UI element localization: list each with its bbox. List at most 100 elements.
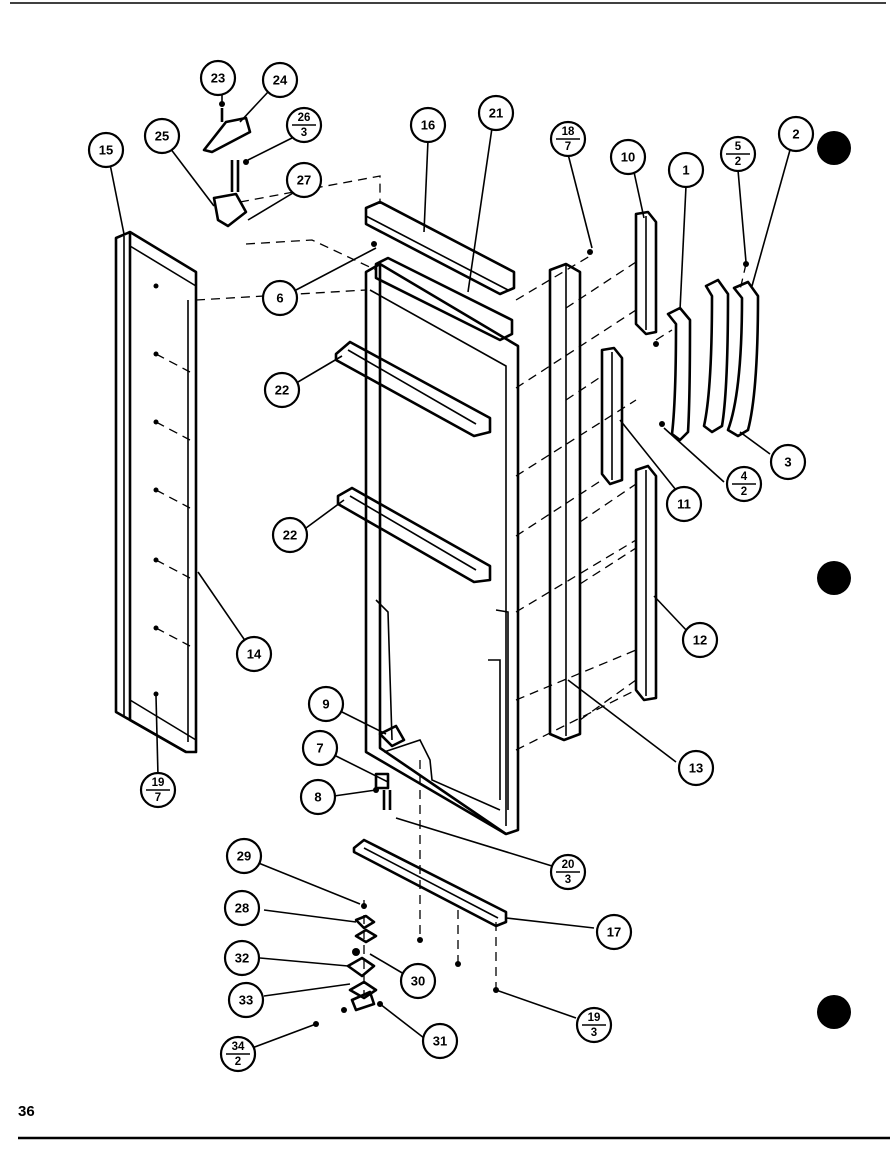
- callout-circle: [677, 749, 715, 787]
- callout-circle: [681, 621, 719, 659]
- callout-number: 17: [607, 925, 621, 940]
- callout-16: 16: [409, 106, 447, 144]
- callout-circle: [399, 962, 437, 1000]
- callout-31: 31: [421, 1022, 459, 1060]
- callout-14: 14: [235, 635, 273, 673]
- callout-number: 27: [297, 173, 311, 188]
- callout-26-3: 263: [285, 106, 323, 144]
- callout-11: 11: [665, 485, 703, 523]
- callout-number: 11: [677, 497, 691, 512]
- callout-34-2: 342: [219, 1035, 257, 1073]
- callout-quantity: 7: [565, 141, 571, 153]
- callout-circle: [227, 981, 265, 1019]
- part-12-lower-strip: [634, 464, 658, 702]
- callout-number: 15: [99, 143, 113, 158]
- top-hinge-parts: [202, 101, 252, 228]
- callout-number: 31: [433, 1034, 447, 1049]
- callout-circle: [263, 371, 301, 409]
- page-number: 36: [18, 1103, 35, 1120]
- handle-assembly: [666, 278, 760, 442]
- callout-number: 10: [621, 150, 635, 165]
- callout-3: 3: [769, 443, 807, 481]
- callout-number: 7: [316, 741, 323, 756]
- callout-number: 32: [235, 951, 249, 966]
- callout-number: 34: [232, 1041, 245, 1053]
- callout-number: 6: [276, 291, 283, 306]
- callout-circle: [143, 117, 181, 155]
- callout-circle: [285, 161, 323, 199]
- binder-hole-bottom: [817, 995, 851, 1029]
- callout-1: 1: [667, 151, 705, 189]
- callout-32: 32: [223, 939, 261, 977]
- callout-number: 24: [273, 73, 288, 88]
- callout-number: 19: [588, 1012, 601, 1024]
- callout-circle: [261, 279, 299, 317]
- callout-number: 22: [275, 383, 289, 398]
- callout-22: 22: [271, 516, 309, 554]
- callout-number: 25: [155, 129, 169, 144]
- callout-circle: [87, 131, 125, 169]
- callout-10: 10: [609, 138, 647, 176]
- callout-number: 3: [784, 455, 791, 470]
- bottom-hinge-parts: [374, 724, 406, 810]
- callout-circle: [223, 939, 261, 977]
- part-22-lower-bracket: [336, 486, 492, 584]
- callout-6: 6: [261, 279, 299, 317]
- callout-circle: [665, 485, 703, 523]
- callout-circle: [261, 61, 299, 99]
- callout-circle: [477, 94, 515, 132]
- callout-4-2: 42: [725, 465, 763, 503]
- part-11-middle-strip: [600, 346, 624, 486]
- callout-circle: [235, 635, 273, 673]
- callout-number: 20: [562, 859, 575, 871]
- callout-quantity: 7: [155, 792, 161, 804]
- callout-number: 1: [682, 163, 689, 178]
- part-15-left-side-rail: [114, 230, 198, 754]
- callout-27: 27: [285, 161, 323, 199]
- callout-7: 7: [301, 729, 339, 767]
- callout-circle: [225, 837, 263, 875]
- callout-circle: [199, 59, 237, 97]
- callout-circle: [223, 889, 261, 927]
- callout-quantity: 3: [591, 1027, 597, 1039]
- callout-number: 12: [693, 633, 707, 648]
- part-10-upper-strip: [634, 210, 658, 336]
- callout-12: 12: [681, 621, 719, 659]
- callout-number: 2: [792, 127, 799, 142]
- callout-quantity: 2: [735, 156, 741, 168]
- callout-number: 33: [239, 993, 253, 1008]
- main-door-panel: [364, 262, 520, 836]
- callout-23: 23: [199, 59, 237, 97]
- callout-18-7: 187: [549, 120, 587, 158]
- callout-20-3: 203: [549, 853, 587, 891]
- callout-22: 22: [263, 371, 301, 409]
- callout-number: 13: [689, 761, 703, 776]
- callout-21: 21: [477, 94, 515, 132]
- part-22-upper-bracket: [334, 340, 492, 438]
- callout-number: 5: [735, 141, 742, 153]
- callout-8: 8: [299, 778, 337, 816]
- callout-circle: [299, 778, 337, 816]
- part-16-top-cap: [364, 200, 516, 296]
- callout-circle: [271, 516, 309, 554]
- callout-circle: [421, 1022, 459, 1060]
- callout-number: 21: [489, 106, 503, 121]
- callout-number: 4: [741, 471, 748, 483]
- callout-29: 29: [225, 837, 263, 875]
- callout-number: 30: [411, 974, 425, 989]
- callout-15: 15: [87, 131, 125, 169]
- callout-number: 23: [211, 71, 225, 86]
- part-17-bottom-bracket: [352, 838, 508, 928]
- part-18-vertical-channel: [548, 262, 582, 742]
- callout-17: 17: [595, 913, 633, 951]
- callout-number: 28: [235, 901, 249, 916]
- callout-number: 9: [322, 697, 329, 712]
- callout-circle: [777, 115, 815, 153]
- callout-circle: [609, 138, 647, 176]
- callout-13: 13: [677, 749, 715, 787]
- callout-number: 14: [247, 647, 262, 662]
- callout-circle: [307, 685, 345, 723]
- callout-circle: [667, 151, 705, 189]
